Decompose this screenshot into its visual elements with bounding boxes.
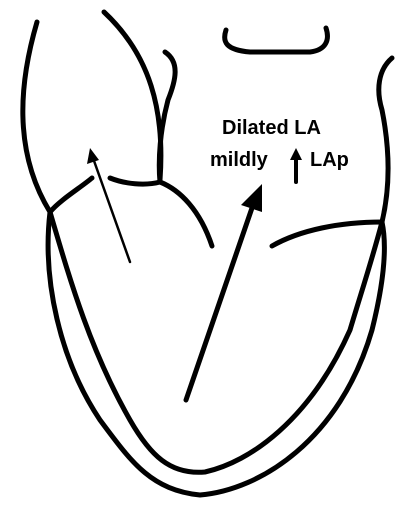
annotation-line-2-before: mildly (210, 149, 269, 171)
aortic-root-right-wall (104, 12, 161, 180)
lvot-left-edge (50, 178, 92, 212)
left-atrium-right-wall (379, 58, 392, 222)
left-atrium-roof (225, 28, 328, 52)
lv-inner-wall (50, 212, 382, 472)
annotation-line-2-after: LAp (310, 149, 349, 171)
posterior-mitral-leaflet (272, 222, 382, 246)
anterior-mitral-leaflet (160, 182, 212, 246)
aortic-root-left-wall (23, 22, 50, 212)
aortic-valve-line (110, 178, 160, 184)
aortic-root-inner-wall (159, 52, 175, 182)
lvot-flow-arrow (87, 148, 130, 262)
up-arrow-icon (290, 148, 302, 182)
annotation-line-1: Dilated LA (222, 117, 321, 139)
